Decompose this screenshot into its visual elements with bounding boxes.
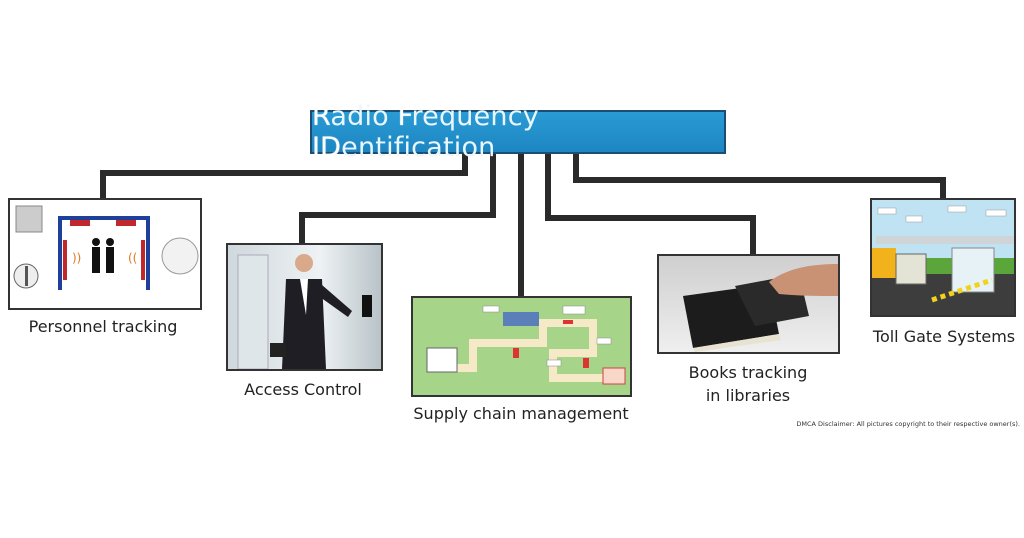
personnel-tracking-image: )) (( <box>8 198 202 310</box>
title-text: entification <box>341 132 496 163</box>
toll-gate-image <box>870 198 1016 317</box>
title-text: ID <box>312 132 342 163</box>
rfid-title-box: Radio Frequency IDentification <box>310 101 726 163</box>
svg-text:)): )) <box>72 251 81 265</box>
books-tracking-image <box>657 254 840 354</box>
title-text: R <box>312 101 331 132</box>
svg-text:((: (( <box>128 251 137 265</box>
books-label-line2: in libraries <box>705 386 791 405</box>
supply-chain-image <box>411 296 632 397</box>
toll-gate-label: Toll Gate Systems <box>872 327 1016 346</box>
title-text: adio <box>330 101 398 132</box>
books-label-line1: Books tracking <box>688 363 808 382</box>
dmca-disclaimer: DMCA Disclaimer: All pictures copyright … <box>796 420 1020 428</box>
personnel-tracking-label: Personnel tracking <box>28 317 178 336</box>
title-text: F <box>397 101 412 132</box>
title-text: requency <box>411 101 539 132</box>
access-control-image <box>226 243 383 371</box>
books-tracking-label: Books tracking in libraries <box>689 361 808 407</box>
access-control-label: Access Control <box>244 380 362 399</box>
supply-chain-label: Supply chain management <box>413 404 629 423</box>
